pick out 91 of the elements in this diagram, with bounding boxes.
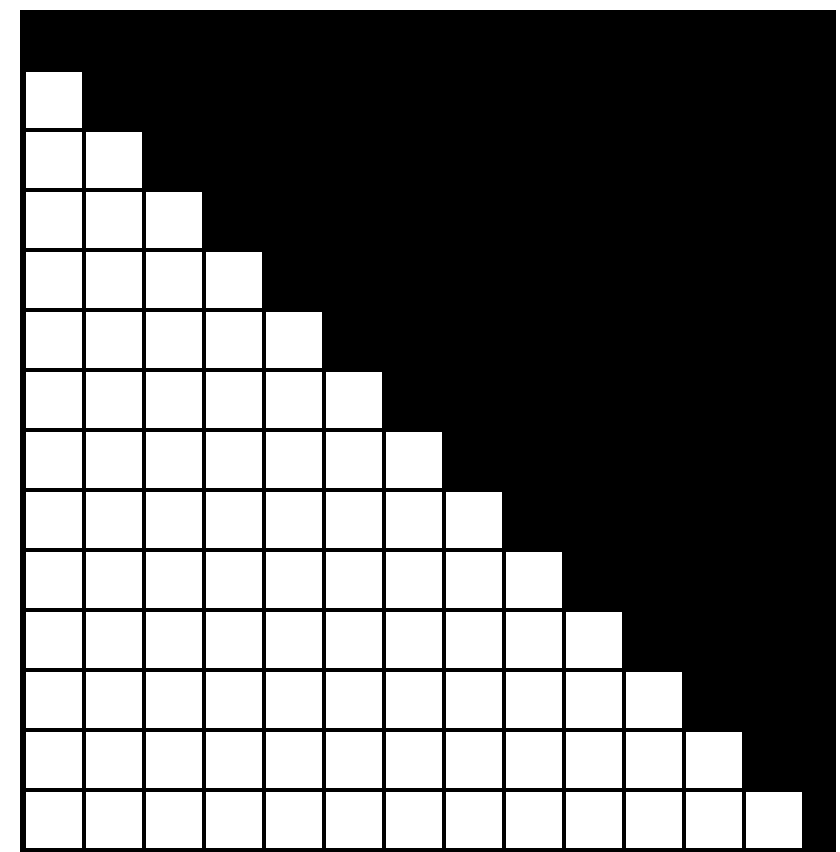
grid-square — [506, 672, 562, 728]
grid-square — [206, 372, 262, 428]
grid-square — [206, 552, 262, 608]
grid-square — [266, 792, 322, 848]
grid-square — [86, 672, 142, 728]
grid-square — [206, 252, 262, 308]
grid-square — [26, 552, 82, 608]
grid-square — [86, 492, 142, 548]
grid-square — [146, 312, 202, 368]
grid-square — [146, 372, 202, 428]
grid-square — [86, 312, 142, 368]
grid-square — [266, 672, 322, 728]
grid-square — [446, 792, 502, 848]
grid-square — [266, 612, 322, 668]
grid-square — [26, 672, 82, 728]
grid-square — [266, 432, 322, 488]
grid-square — [86, 252, 142, 308]
grid-square — [86, 372, 142, 428]
grid-square — [266, 372, 322, 428]
grid-square — [146, 672, 202, 728]
grid-square — [266, 312, 322, 368]
grid-square — [266, 492, 322, 548]
grid-square — [26, 432, 82, 488]
grid-square — [26, 732, 82, 788]
grid-square — [26, 192, 82, 248]
grid-square — [566, 732, 622, 788]
grid-square — [386, 792, 442, 848]
grid-square — [146, 492, 202, 548]
grid-square — [206, 432, 262, 488]
grid-square — [386, 672, 442, 728]
grid-square — [326, 432, 382, 488]
grid-square — [26, 372, 82, 428]
grid-square — [86, 732, 142, 788]
grid-square — [446, 732, 502, 788]
grid-square — [26, 612, 82, 668]
grid-square — [206, 312, 262, 368]
grid-square — [206, 792, 262, 848]
grid-square — [686, 792, 742, 848]
grid-square — [506, 552, 562, 608]
grid-square — [326, 492, 382, 548]
grid-square — [686, 732, 742, 788]
grid-square — [146, 732, 202, 788]
grid-square — [266, 552, 322, 608]
grid-square — [566, 612, 622, 668]
grid-square — [26, 252, 82, 308]
grid-square — [146, 792, 202, 848]
grid-square — [146, 432, 202, 488]
grid-square — [326, 672, 382, 728]
grid-square — [326, 732, 382, 788]
grid-square — [506, 792, 562, 848]
grid-square — [386, 552, 442, 608]
grid-square — [626, 732, 682, 788]
grid-square — [566, 792, 622, 848]
grid-square — [386, 732, 442, 788]
grid-square — [146, 192, 202, 248]
grid-square — [626, 672, 682, 728]
grid-square — [386, 492, 442, 548]
grid-square — [86, 792, 142, 848]
grid-square — [266, 732, 322, 788]
grid-square — [206, 492, 262, 548]
grid-square — [26, 312, 82, 368]
grid-square — [626, 792, 682, 848]
grid-square — [446, 492, 502, 548]
grid-square — [206, 612, 262, 668]
grid-square — [746, 792, 802, 848]
grid-square — [326, 372, 382, 428]
grid-square — [86, 432, 142, 488]
grid-square — [326, 792, 382, 848]
grid-square — [566, 672, 622, 728]
grid-square — [26, 132, 82, 188]
grid-square — [326, 552, 382, 608]
grid-square — [446, 672, 502, 728]
grid-square — [146, 612, 202, 668]
grid-square — [206, 732, 262, 788]
grid-square — [26, 492, 82, 548]
grid-square — [86, 132, 142, 188]
grid-square — [506, 612, 562, 668]
grid-square — [26, 72, 82, 128]
grid-square — [386, 612, 442, 668]
grid-square — [86, 192, 142, 248]
grid-square — [146, 552, 202, 608]
grid-square — [86, 612, 142, 668]
grid-square — [26, 792, 82, 848]
grid-square — [86, 552, 142, 608]
grid-square — [506, 732, 562, 788]
grid-square — [206, 672, 262, 728]
grid-square — [446, 552, 502, 608]
grid-square — [386, 432, 442, 488]
grid-square — [146, 252, 202, 308]
grid-square — [326, 612, 382, 668]
grid-square — [446, 612, 502, 668]
